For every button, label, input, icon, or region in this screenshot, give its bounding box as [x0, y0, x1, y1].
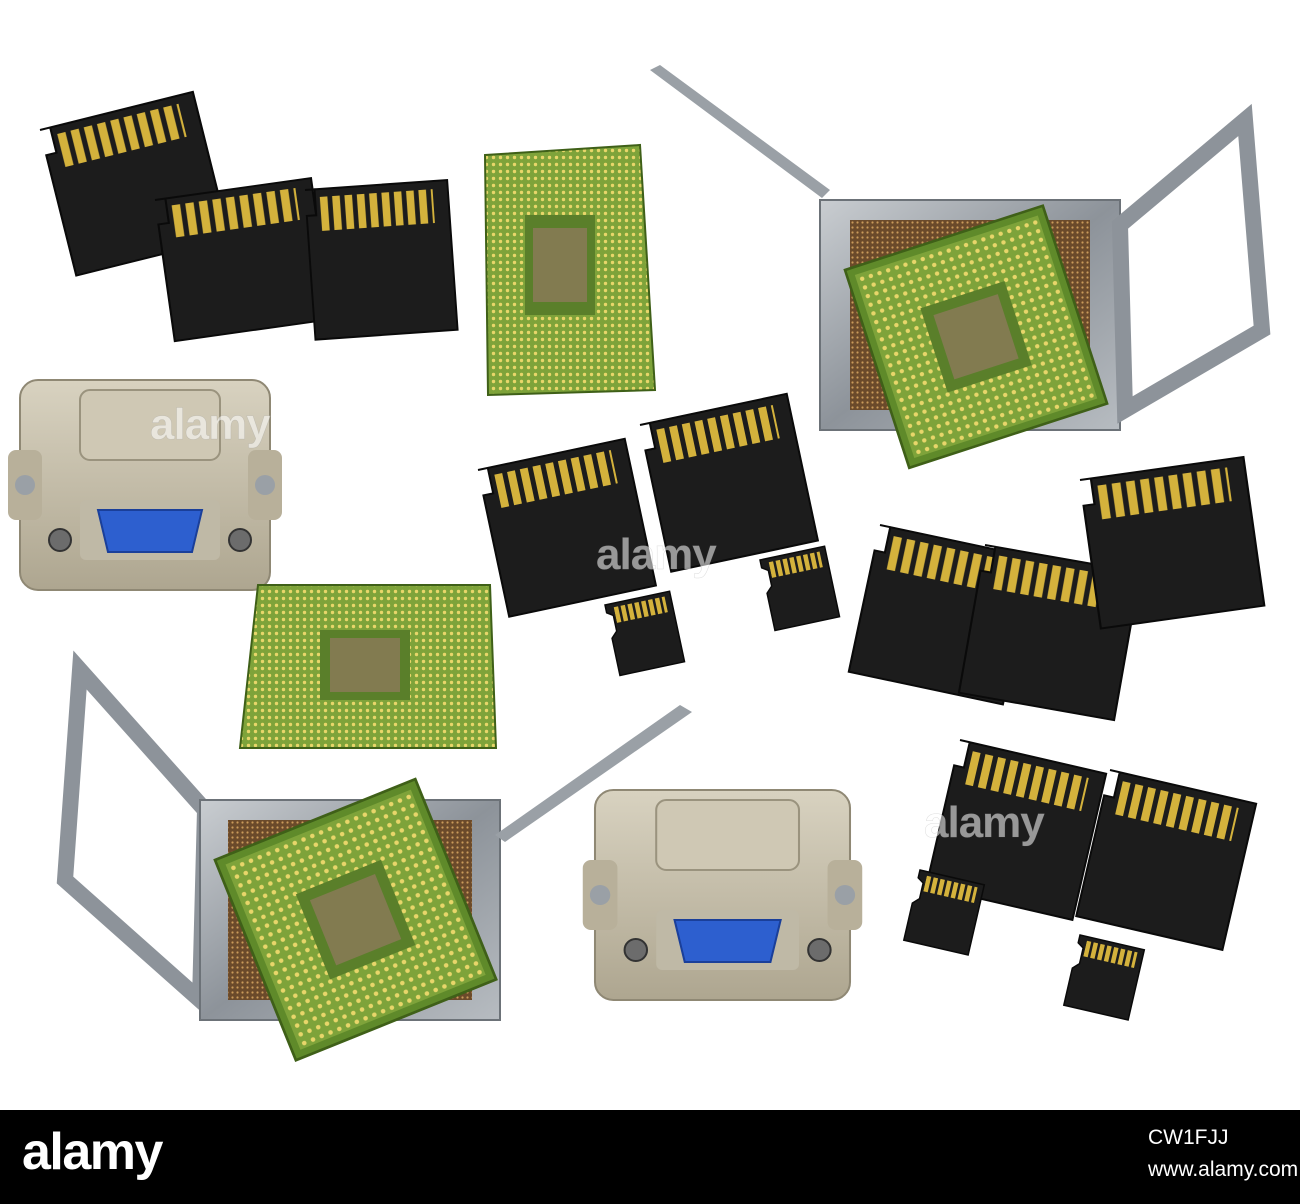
alamy-logo: alamy [22, 1123, 163, 1181]
cpu-in-socket-bottom-left [56, 650, 692, 1062]
dvi-vga-adapter-bottom [581, 788, 864, 1002]
watermark-center: alamy [596, 530, 717, 580]
sd-and-microsd-pair-bottom-right [903, 739, 1258, 1021]
photo-canvas [7, 65, 1271, 1062]
image-id: CW1FJJ [1148, 1126, 1229, 1149]
footer-url[interactable]: www.alamy.com [1148, 1158, 1299, 1181]
cpu-chip-middle [238, 584, 498, 749]
cpu-in-socket-top-right [650, 65, 1271, 470]
watermark-right: alamy [924, 798, 1045, 848]
footer-bar: alamy CW1FJJ www.alamy.com [0, 1110, 1300, 1204]
sd-card-trio-right [847, 455, 1266, 722]
cpu-chip-top [483, 143, 657, 397]
sd-card-trio-top-left [38, 90, 459, 343]
watermark-left: alamy [150, 400, 271, 450]
